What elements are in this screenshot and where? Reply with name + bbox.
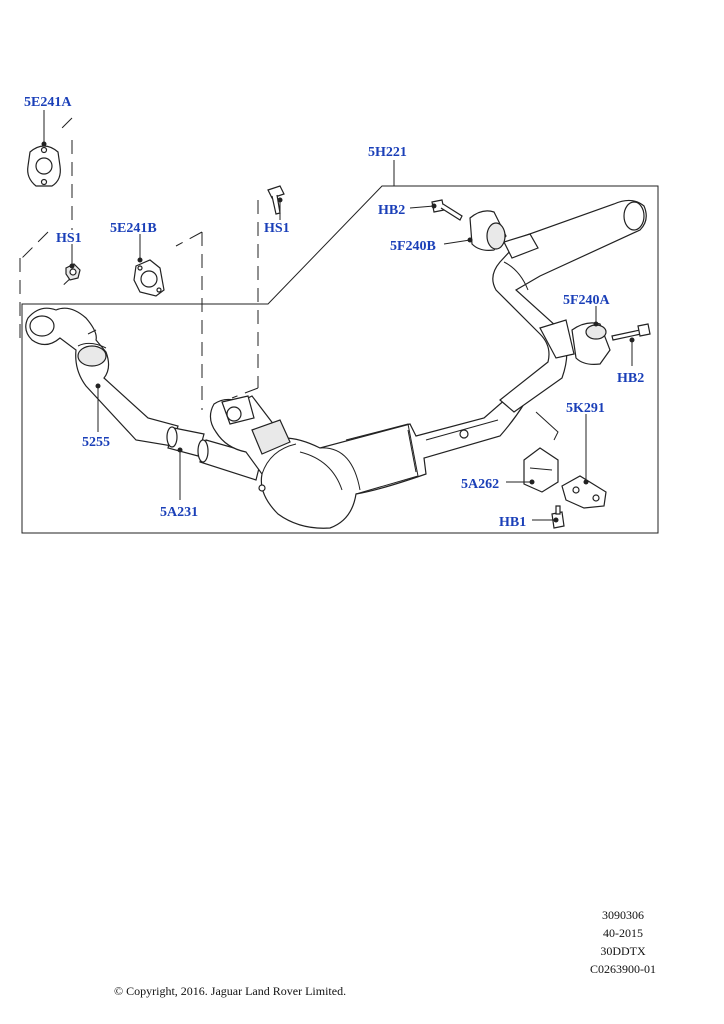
- pipe-5a231[interactable]: [166, 426, 263, 481]
- leader-lines: [41, 110, 635, 523]
- callout-hs1-left[interactable]: HS1: [56, 231, 82, 246]
- main-frame: [21, 185, 659, 534]
- callout-hs1-mid[interactable]: HS1: [264, 221, 290, 236]
- callout-hb2-right[interactable]: HB2: [617, 371, 644, 386]
- callout-5k291[interactable]: 5K291: [566, 401, 605, 416]
- callout-hb1[interactable]: HB1: [499, 515, 526, 530]
- reference-catalogue-code: C0263900-01: [590, 962, 656, 976]
- callout-hb2-top[interactable]: HB2: [378, 203, 405, 218]
- hanger-5f240a[interactable]: [571, 322, 611, 365]
- downpipe-5255[interactable]: [25, 307, 179, 447]
- reference-number: 3090306: [602, 908, 644, 922]
- callout-5e241a[interactable]: 5E241A: [24, 95, 72, 110]
- reference-engine-code: 30DDTX: [600, 944, 646, 958]
- bracket-5k291[interactable]: [561, 475, 607, 509]
- callout-5e241b[interactable]: 5E241B: [110, 221, 157, 236]
- callout-5255[interactable]: 5255: [82, 435, 110, 450]
- hanger-5f240b[interactable]: [469, 210, 507, 251]
- bolt-hb2-right[interactable]: [611, 323, 651, 341]
- gasket-5e241a[interactable]: [27, 145, 61, 187]
- stud-hs1-mid[interactable]: [267, 185, 285, 215]
- copyright-notice: © Copyright, 2016. Jaguar Land Rover Lim…: [114, 984, 347, 998]
- bolt-hb1[interactable]: [551, 505, 565, 529]
- catalyst-dpf-assembly[interactable]: [209, 391, 525, 529]
- reference-date-code: 40-2015: [603, 926, 643, 940]
- callout-5f240b[interactable]: 5F240B: [390, 239, 436, 254]
- rear-pipe-5h221[interactable]: [492, 199, 647, 413]
- diagram-reference-block: 3090306 40-2015 30DDTX C0263900-01: [578, 906, 668, 978]
- callout-5a262[interactable]: 5A262: [461, 477, 499, 492]
- dashed-guides: [19, 117, 259, 410]
- callout-5a231[interactable]: 5A231: [160, 505, 198, 520]
- gasket-5e241b[interactable]: [133, 259, 165, 297]
- callout-5f240a[interactable]: 5F240A: [563, 293, 611, 308]
- bolt-hb2-top[interactable]: [431, 199, 463, 221]
- callout-5h221[interactable]: 5H221: [368, 145, 407, 160]
- nut-hs1-left[interactable]: [65, 263, 81, 281]
- bracket-5a262[interactable]: [523, 411, 559, 493]
